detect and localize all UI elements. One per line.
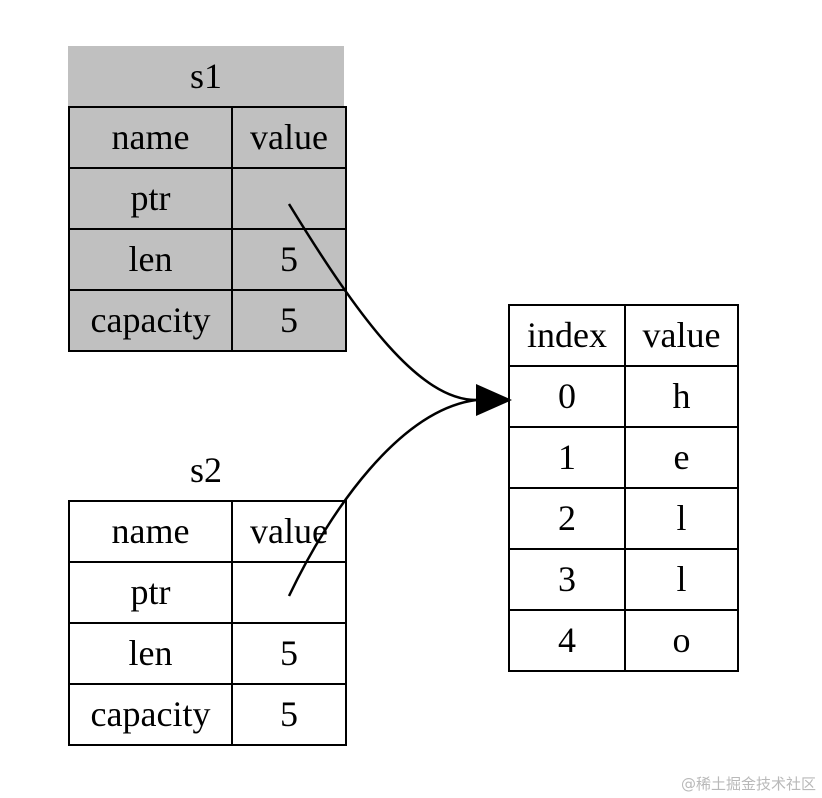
heap-row: 0 h [508, 365, 739, 428]
s2-table: name value ptr len 5 capacity 5 [68, 500, 347, 746]
s1-header-row: name value [68, 106, 347, 169]
heap-table: index value 0 h 1 e 2 l 3 l 4 o [508, 304, 739, 672]
heap-header-value: value [624, 304, 739, 367]
s1-capacity-value: 5 [231, 289, 347, 352]
s2-len-value: 5 [231, 622, 347, 685]
s1-ptr-name: ptr [68, 167, 233, 230]
heap-value: o [624, 609, 739, 672]
heap-value: e [624, 426, 739, 489]
s1-header-value: value [231, 106, 347, 169]
heap-row: 3 l [508, 548, 739, 611]
heap-row: 4 o [508, 609, 739, 672]
s2-row-ptr: ptr [68, 561, 347, 624]
s1-row-ptr: ptr [68, 167, 347, 230]
s2-len-name: len [68, 622, 233, 685]
heap-row: 1 e [508, 426, 739, 489]
heap-index: 2 [508, 487, 626, 550]
heap-index: 0 [508, 365, 626, 428]
s2-header-value: value [231, 500, 347, 563]
heap-row: 2 l [508, 487, 739, 550]
arrowhead-icon [476, 384, 512, 416]
s2-title: s2 [189, 450, 222, 490]
heap-index: 3 [508, 548, 626, 611]
heap-value: l [624, 487, 739, 550]
s2-row-len: len 5 [68, 622, 347, 685]
heap-value: h [624, 365, 739, 428]
s1-row-capacity: capacity 5 [68, 289, 347, 352]
watermark: @稀土掘金技术社区 [680, 775, 816, 793]
s2-ptr-name: ptr [68, 561, 233, 624]
heap-index: 4 [508, 609, 626, 672]
s1-len-value: 5 [231, 228, 347, 291]
s2-capacity-value: 5 [231, 683, 347, 746]
s2-row-capacity: capacity 5 [68, 683, 347, 746]
heap-header-index: index [508, 304, 626, 367]
s1-table: name value ptr len 5 capacity 5 [68, 106, 347, 352]
s1-ptr-value [231, 167, 347, 230]
s2-header-name: name [68, 500, 233, 563]
heap-index: 1 [508, 426, 626, 489]
s1-len-name: len [68, 228, 233, 291]
s2-header-row: name value [68, 500, 347, 563]
s1-title: s1 [68, 46, 344, 106]
s2-ptr-value [231, 561, 347, 624]
s1-header-name: name [68, 106, 233, 169]
heap-value: l [624, 548, 739, 611]
s1-capacity-name: capacity [68, 289, 233, 352]
heap-header-row: index value [508, 304, 739, 367]
s1-row-len: len 5 [68, 228, 347, 291]
s2-capacity-name: capacity [68, 683, 233, 746]
